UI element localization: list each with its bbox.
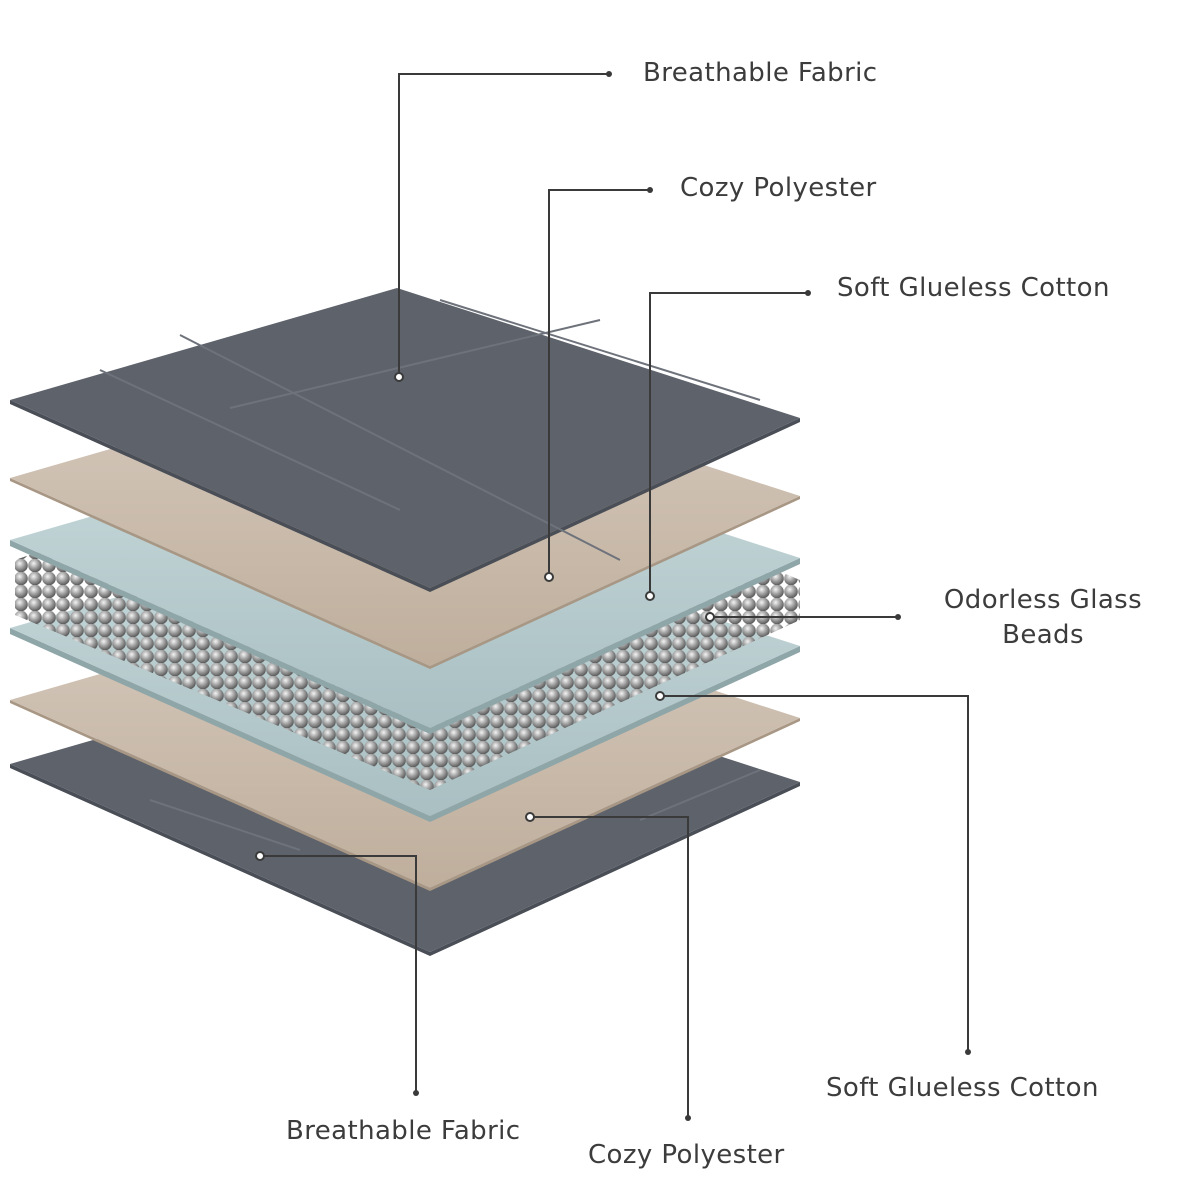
leader-top-polyester — [548, 189, 650, 577]
leader-top-polyester-anchor-dot — [544, 572, 554, 582]
leader-beads-end-dot — [895, 614, 901, 620]
leader-bottom-cotton — [660, 695, 969, 1052]
leader-beads-anchor-dot — [705, 612, 715, 622]
leader-top-cotton-end-dot — [805, 290, 811, 296]
leader-top-cotton — [649, 292, 808, 596]
bottom-quilt-stitches — [149, 769, 761, 851]
leader-bottom-polyester — [530, 816, 689, 1118]
leader-top-polyester-end-dot — [647, 187, 653, 193]
quilt-stitches — [99, 299, 761, 561]
leader-bottom-fabric-end-dot — [413, 1090, 419, 1096]
leader-bottom-fabric-anchor-dot — [255, 851, 265, 861]
leader-bottom-polyester-end-dot — [685, 1115, 691, 1121]
label-bottom-cozy-polyester: Cozy Polyester — [588, 1140, 785, 1170]
leader-bottom-cotton-end-dot — [965, 1049, 971, 1055]
label-top-breathable-fabric: Breathable Fabric — [643, 58, 878, 88]
label-top-soft-glueless-cotton: Soft Glueless Cotton — [837, 273, 1110, 303]
label-bottom-breathable-fabric: Breathable Fabric — [286, 1116, 521, 1146]
layer-top-breathable-fabric-surface — [10, 288, 800, 588]
leader-top-cotton-anchor-dot — [645, 591, 655, 601]
label-beads-line2: Beads — [1002, 620, 1084, 650]
leader-bottom-fabric — [260, 855, 417, 1093]
label-odorless-glass-beads: Odorless Glass Beads — [924, 583, 1162, 653]
layer-top-breathable-fabric — [10, 288, 800, 592]
leader-top-fabric-end-dot — [606, 71, 612, 77]
label-top-cozy-polyester: Cozy Polyester — [680, 173, 877, 203]
label-bottom-soft-glueless-cotton: Soft Glueless Cotton — [826, 1073, 1099, 1103]
leader-top-fabric — [398, 73, 609, 377]
label-beads-line1: Odorless Glass — [943, 585, 1143, 615]
leader-bottom-polyester-anchor-dot — [525, 812, 535, 822]
leader-bottom-cotton-anchor-dot — [655, 691, 665, 701]
leader-top-fabric-anchor-dot — [394, 372, 404, 382]
